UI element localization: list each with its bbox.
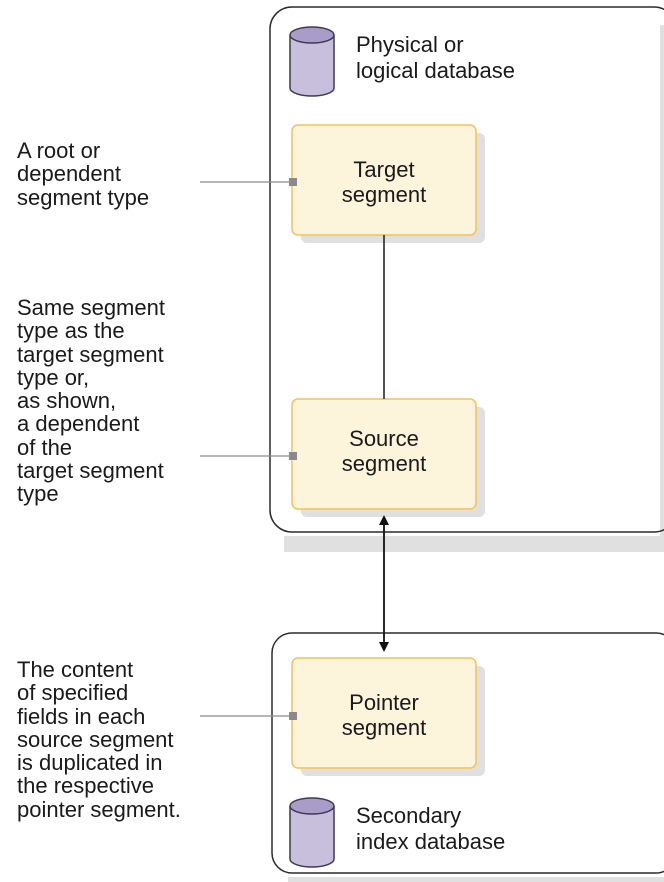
target-annotation-leader [200,178,297,186]
annotation-line: source segment [17,726,174,752]
source-segment-label-line: segment [341,451,427,476]
secondary-index-database-label-line: Secondary [356,803,462,828]
source-annotation-leader [200,452,297,460]
primary-database-label-line: Physical or [356,32,464,57]
annotation-line: segment type [17,184,150,210]
annotation-line: A root or [17,138,101,163]
secondary-index-database-label: Secondary index database [356,803,505,855]
annotation-line: type [17,481,59,507]
annotation-line: the respective [17,773,154,799]
target-segment-label-line: Target [353,157,415,182]
annotation-line: a dependent [17,411,140,437]
pointer-segment-label-line: segment [341,715,427,740]
annotation-line: of the [17,434,73,460]
primary-database-container [269,6,664,552]
annotation-line: as shown, [17,388,117,414]
annotation-line: of specified [17,680,129,706]
target-segment-label: Target segment [292,157,476,207]
primary-database-frame [269,6,664,533]
target-segment-label-line: segment [341,182,427,207]
pointer-annotation-leader [200,712,297,720]
target-annotation: A root or dependent segment type [17,139,149,209]
annotation-line: type as the [17,318,125,344]
annotation-line: The content [17,657,134,682]
primary-database-label-line: logical database [356,58,516,83]
annotation-line: type or, [17,364,90,390]
annotation-line: pointer segment. [17,796,181,822]
annotation-line: fields in each [17,703,146,729]
database-icon [289,797,335,868]
secondary-index-database-frame [271,632,664,874]
source-segment-label: Source segment [292,426,476,476]
pointer-segment-label: Pointer segment [292,690,476,740]
annotation-line: target segment [17,341,164,367]
secondary-index-database-label-line: index database [356,829,506,854]
annotation-line: dependent [17,161,121,187]
annotation-line: target segment [17,458,164,484]
pointer-segment-label-line: Pointer [349,690,419,715]
annotation-line: is duplicated in [17,750,163,776]
source-annotation: Same segment type as the target segment … [17,296,165,506]
primary-database-shadow [284,25,664,552]
database-icon [289,26,335,97]
annotation-line: Same segment [17,295,165,320]
pointer-annotation: The content of specified fields in each … [17,658,181,821]
secondary-index-database-container [271,632,664,882]
primary-database-label: Physical or logical database [356,32,515,84]
source-segment-label-line: Source [349,426,419,451]
